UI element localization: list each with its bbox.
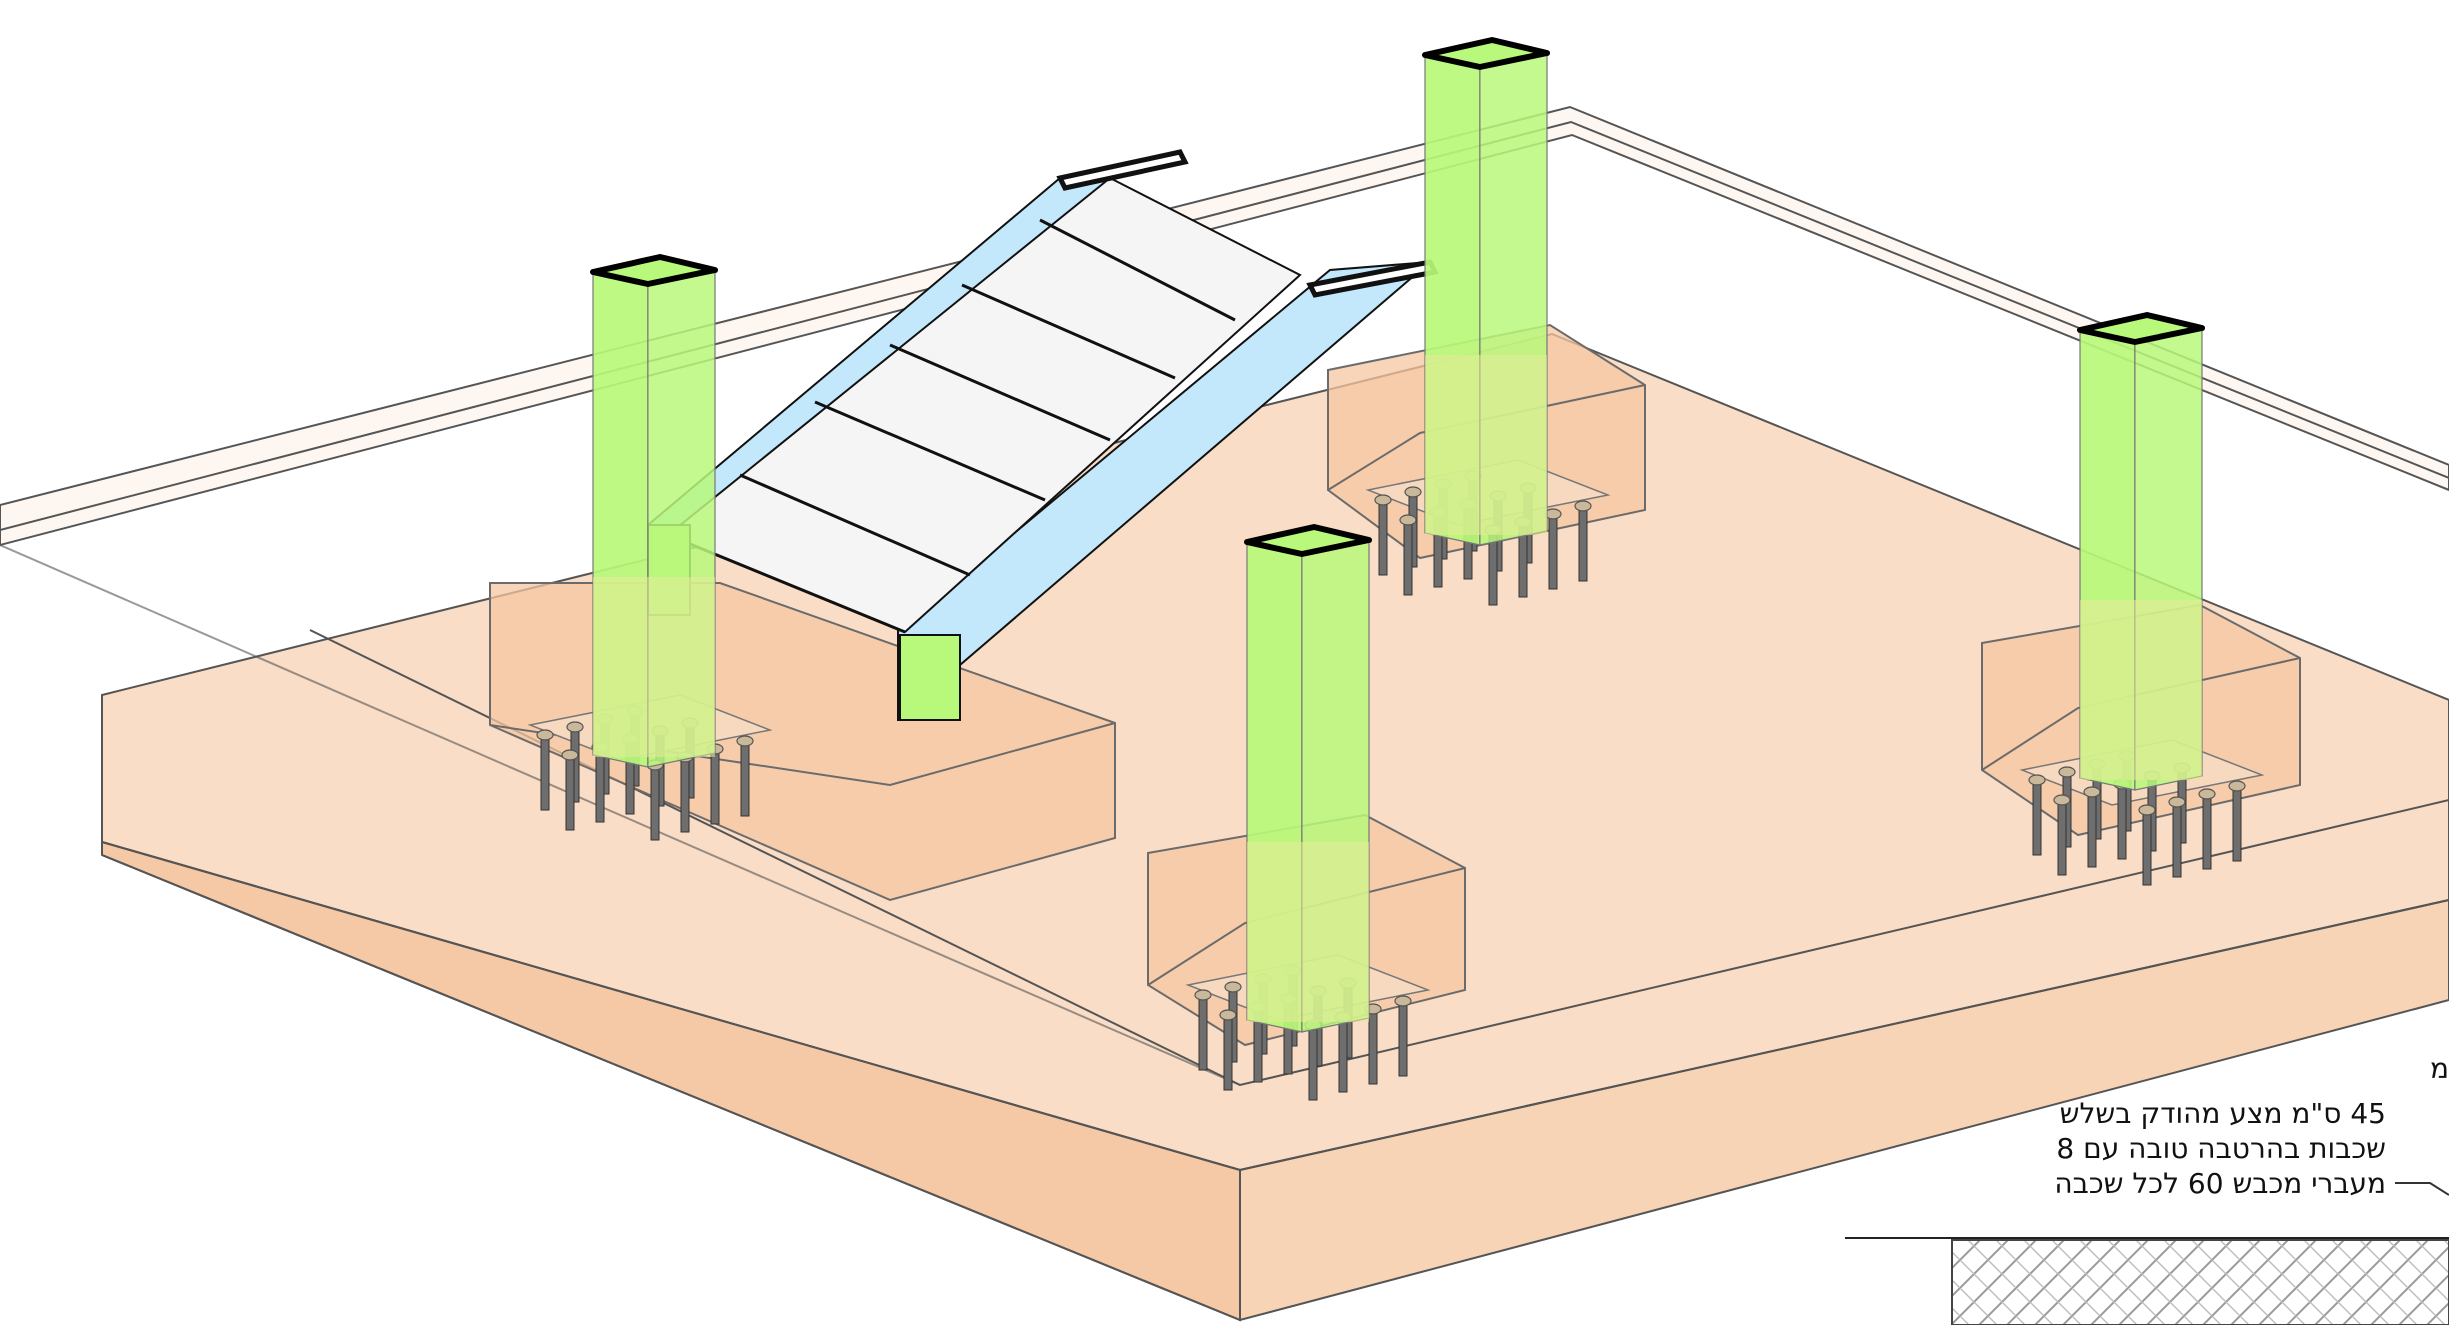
bolt-nut: [2053, 794, 2071, 806]
stair-step-edge: [814, 400, 1046, 502]
bolt-nut: [1399, 514, 1417, 526]
bolt-nut: [2028, 774, 2046, 786]
bolt-nut: [736, 735, 754, 747]
bolt-nut: [1219, 1009, 1237, 1021]
column-cap: [2077, 312, 2205, 345]
bolt-nut: [2168, 796, 2186, 808]
column-cap: [590, 254, 718, 287]
steel-column: [2077, 312, 2205, 791]
stair-step-edge: [961, 283, 1176, 380]
steel-column: [590, 254, 718, 768]
bolt-nut: [1224, 981, 1242, 993]
bolt-nut: [1404, 486, 1422, 498]
steel-column: [1422, 37, 1550, 546]
bolt-nut: [1574, 500, 1592, 512]
annotation-line-1: 45 ס"מ מצע מהודק בשלש: [2059, 1097, 2386, 1130]
bolt-nut: [2058, 766, 2076, 778]
soil-hatch: [1951, 1239, 2449, 1325]
bolt-nut: [566, 721, 584, 733]
bolt-nut: [1394, 995, 1412, 1007]
stair-step-edge: [889, 343, 1111, 442]
bolt-nut: [2198, 788, 2216, 800]
annotation-line-3: מעברי מכבש 60 לכל שכבה: [2054, 1167, 2386, 1200]
bolt-nut: [561, 749, 579, 761]
stair-step-edge: [739, 473, 971, 577]
bolt-nut: [1194, 989, 1212, 1001]
bolt-nut: [2228, 780, 2246, 792]
leader-line: [2395, 1182, 2449, 1196]
stair-step-edge: [1039, 218, 1236, 322]
bolt-nut: [1374, 494, 1392, 506]
columns: [590, 37, 2205, 1033]
annotation-cut-char: מ: [2429, 1052, 2449, 1085]
annotation-line-2: שכבות בהרטבה טובה עם 8: [2056, 1132, 2386, 1165]
bolt-nut: [2083, 786, 2101, 798]
bolt-nut: [536, 729, 554, 741]
column-cap: [1422, 37, 1550, 70]
steel-column: [1244, 524, 1372, 1033]
column-cap: [1244, 524, 1372, 557]
bolt-nut: [2138, 804, 2156, 816]
